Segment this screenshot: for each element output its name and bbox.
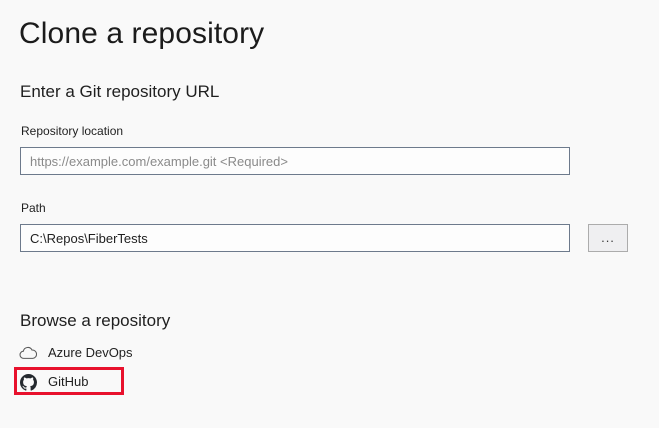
path-input[interactable] — [20, 224, 570, 252]
provider-label-github: GitHub — [48, 374, 89, 389]
browse-path-button[interactable]: ... — [588, 224, 628, 252]
cloud-icon — [18, 343, 38, 363]
provider-label-azure-devops: Azure DevOps — [48, 345, 133, 360]
page-title: Clone a repository — [19, 17, 265, 50]
provider-item-azure-devops[interactable]: Azure DevOps — [18, 342, 133, 364]
repository-location-input[interactable] — [20, 147, 570, 175]
github-icon — [18, 372, 38, 392]
repository-location-label: Repository location — [21, 124, 124, 138]
section-heading-enter-url: Enter a Git repository URL — [20, 82, 220, 101]
section-heading-browse-repository: Browse a repository — [20, 311, 171, 330]
provider-item-github[interactable]: GitHub — [18, 371, 88, 393]
path-label: Path — [21, 201, 46, 215]
